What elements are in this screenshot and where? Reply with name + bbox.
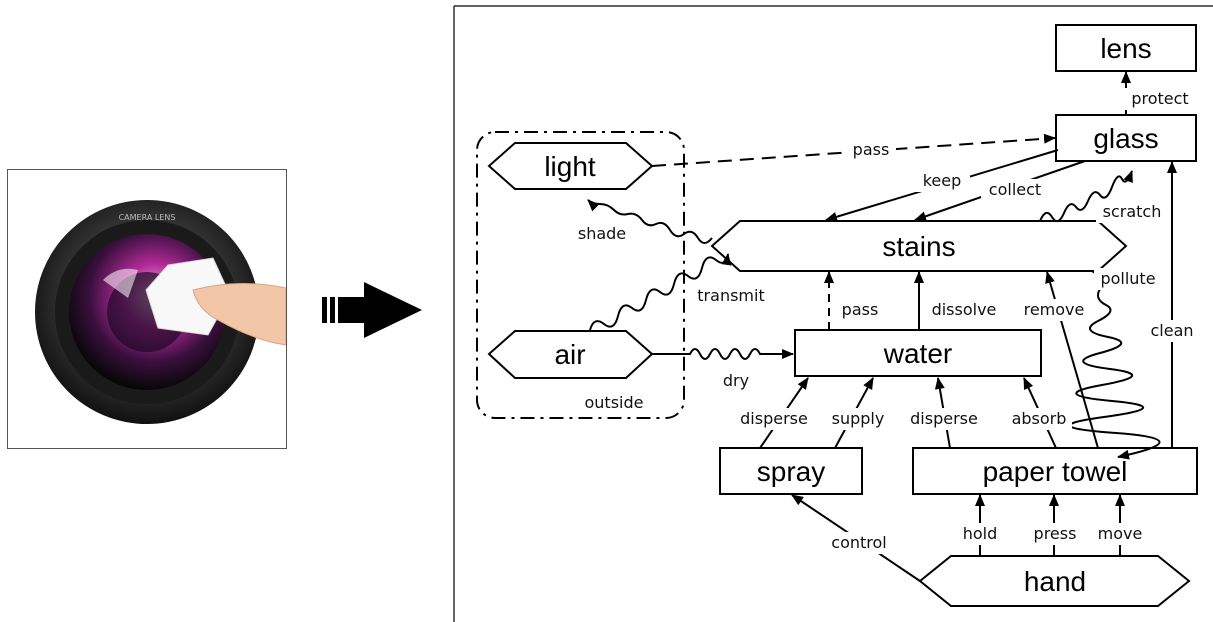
edge-dry [652, 349, 793, 359]
label-clean: clean [1150, 321, 1193, 340]
svg-text:light: light [544, 151, 596, 182]
label-hold: hold [963, 524, 998, 543]
label-move: move [1098, 524, 1143, 543]
label-transmit: transmit [697, 286, 764, 305]
svg-text:lens: lens [1100, 33, 1151, 64]
svg-text:hand: hand [1024, 566, 1086, 597]
label-dissolve: dissolve [932, 300, 997, 319]
edge-pollute [1070, 271, 1160, 457]
label-pass-top: pass [853, 140, 890, 159]
label-pollute: pollute [1100, 269, 1155, 288]
label-press: press [1034, 524, 1077, 543]
label-shade: shade [578, 224, 626, 243]
label-supply: supply [832, 409, 885, 428]
svg-text:paper towel: paper towel [983, 456, 1128, 487]
node-hand: hand [920, 556, 1189, 606]
label-control: control [831, 533, 886, 552]
label-outside: outside [585, 393, 644, 412]
svg-text:spray: spray [757, 456, 825, 487]
label-collect: collect [989, 180, 1041, 199]
label-protect: protect [1131, 89, 1188, 108]
svg-text:stains: stains [882, 231, 955, 262]
node-stains: stains [712, 221, 1126, 271]
label-remove: remove [1024, 300, 1085, 319]
node-spray: spray [720, 448, 862, 494]
label-scratch: scratch [1103, 202, 1162, 221]
node-air: air [489, 331, 652, 378]
label-dry: dry [723, 371, 749, 390]
svg-text:glass: glass [1093, 123, 1158, 154]
svg-text:air: air [554, 339, 585, 370]
svg-text:water: water [883, 338, 952, 369]
label-disperse-towel: disperse [910, 409, 978, 428]
node-lens: lens [1056, 25, 1196, 71]
label-keep: keep [923, 171, 962, 190]
node-light: light [489, 143, 652, 189]
label-pass-water: pass [842, 300, 879, 319]
node-glass: glass [1056, 115, 1196, 161]
label-absorb: absorb [1012, 409, 1067, 428]
node-paper-towel: paper towel [913, 448, 1197, 494]
label-disperse-spray: disperse [740, 409, 808, 428]
node-water: water [795, 330, 1041, 376]
